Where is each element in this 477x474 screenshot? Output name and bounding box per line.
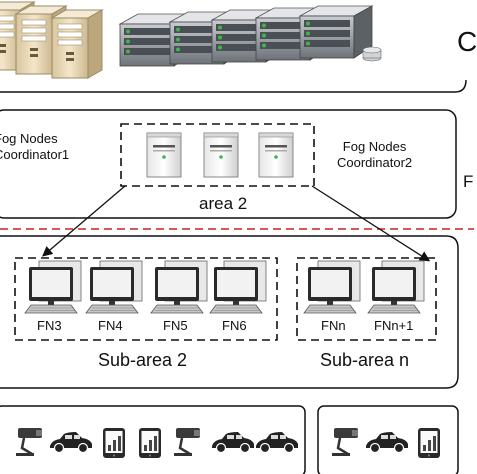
node-label: FNn	[321, 318, 346, 333]
area-label: area 2	[199, 194, 248, 213]
subarea-2-box	[14, 257, 278, 341]
node-label: FN3	[37, 318, 62, 333]
devices-box-1	[0, 405, 306, 474]
coordinator2-line2: Coordinator2	[337, 155, 413, 170]
arrow-to-subarea-n	[311, 185, 431, 262]
node-label: FN5	[163, 318, 188, 333]
coordinator1-line1: Fog Nodes	[0, 131, 58, 146]
tower-server-icon	[0, 1, 103, 79]
subarea-layer-box	[0, 235, 459, 389]
coordinator1-line2: Coordinator1	[0, 147, 70, 162]
computer-icon	[24, 260, 425, 314]
area-2-box	[120, 123, 315, 187]
cloud-layer-box	[0, 79, 467, 93]
coordinator2-line1: Fog Nodes	[342, 139, 407, 154]
cloud-layer-label: C	[457, 26, 477, 57]
coordinator1-label: Fog Nodes Coordinator1	[0, 131, 69, 163]
subarea-n-label: Sub-area n	[320, 350, 410, 370]
subarea-2-label: Sub-area 2	[98, 350, 188, 370]
subarea-n-box	[296, 257, 437, 341]
fog-node-server-icon	[146, 132, 294, 178]
rack-server-icon	[119, 5, 382, 67]
arrow-to-subarea-2	[42, 185, 126, 257]
node-label: FN4	[98, 318, 123, 333]
node-label: FN6	[222, 318, 247, 333]
fog-layer-box	[0, 109, 457, 219]
node-label: FNn+1	[374, 318, 414, 333]
devices-box-2	[317, 405, 459, 474]
fog-layer-side-label: F	[463, 172, 474, 191]
coordinator2-label: Fog Nodes Coordinator2	[337, 139, 412, 171]
